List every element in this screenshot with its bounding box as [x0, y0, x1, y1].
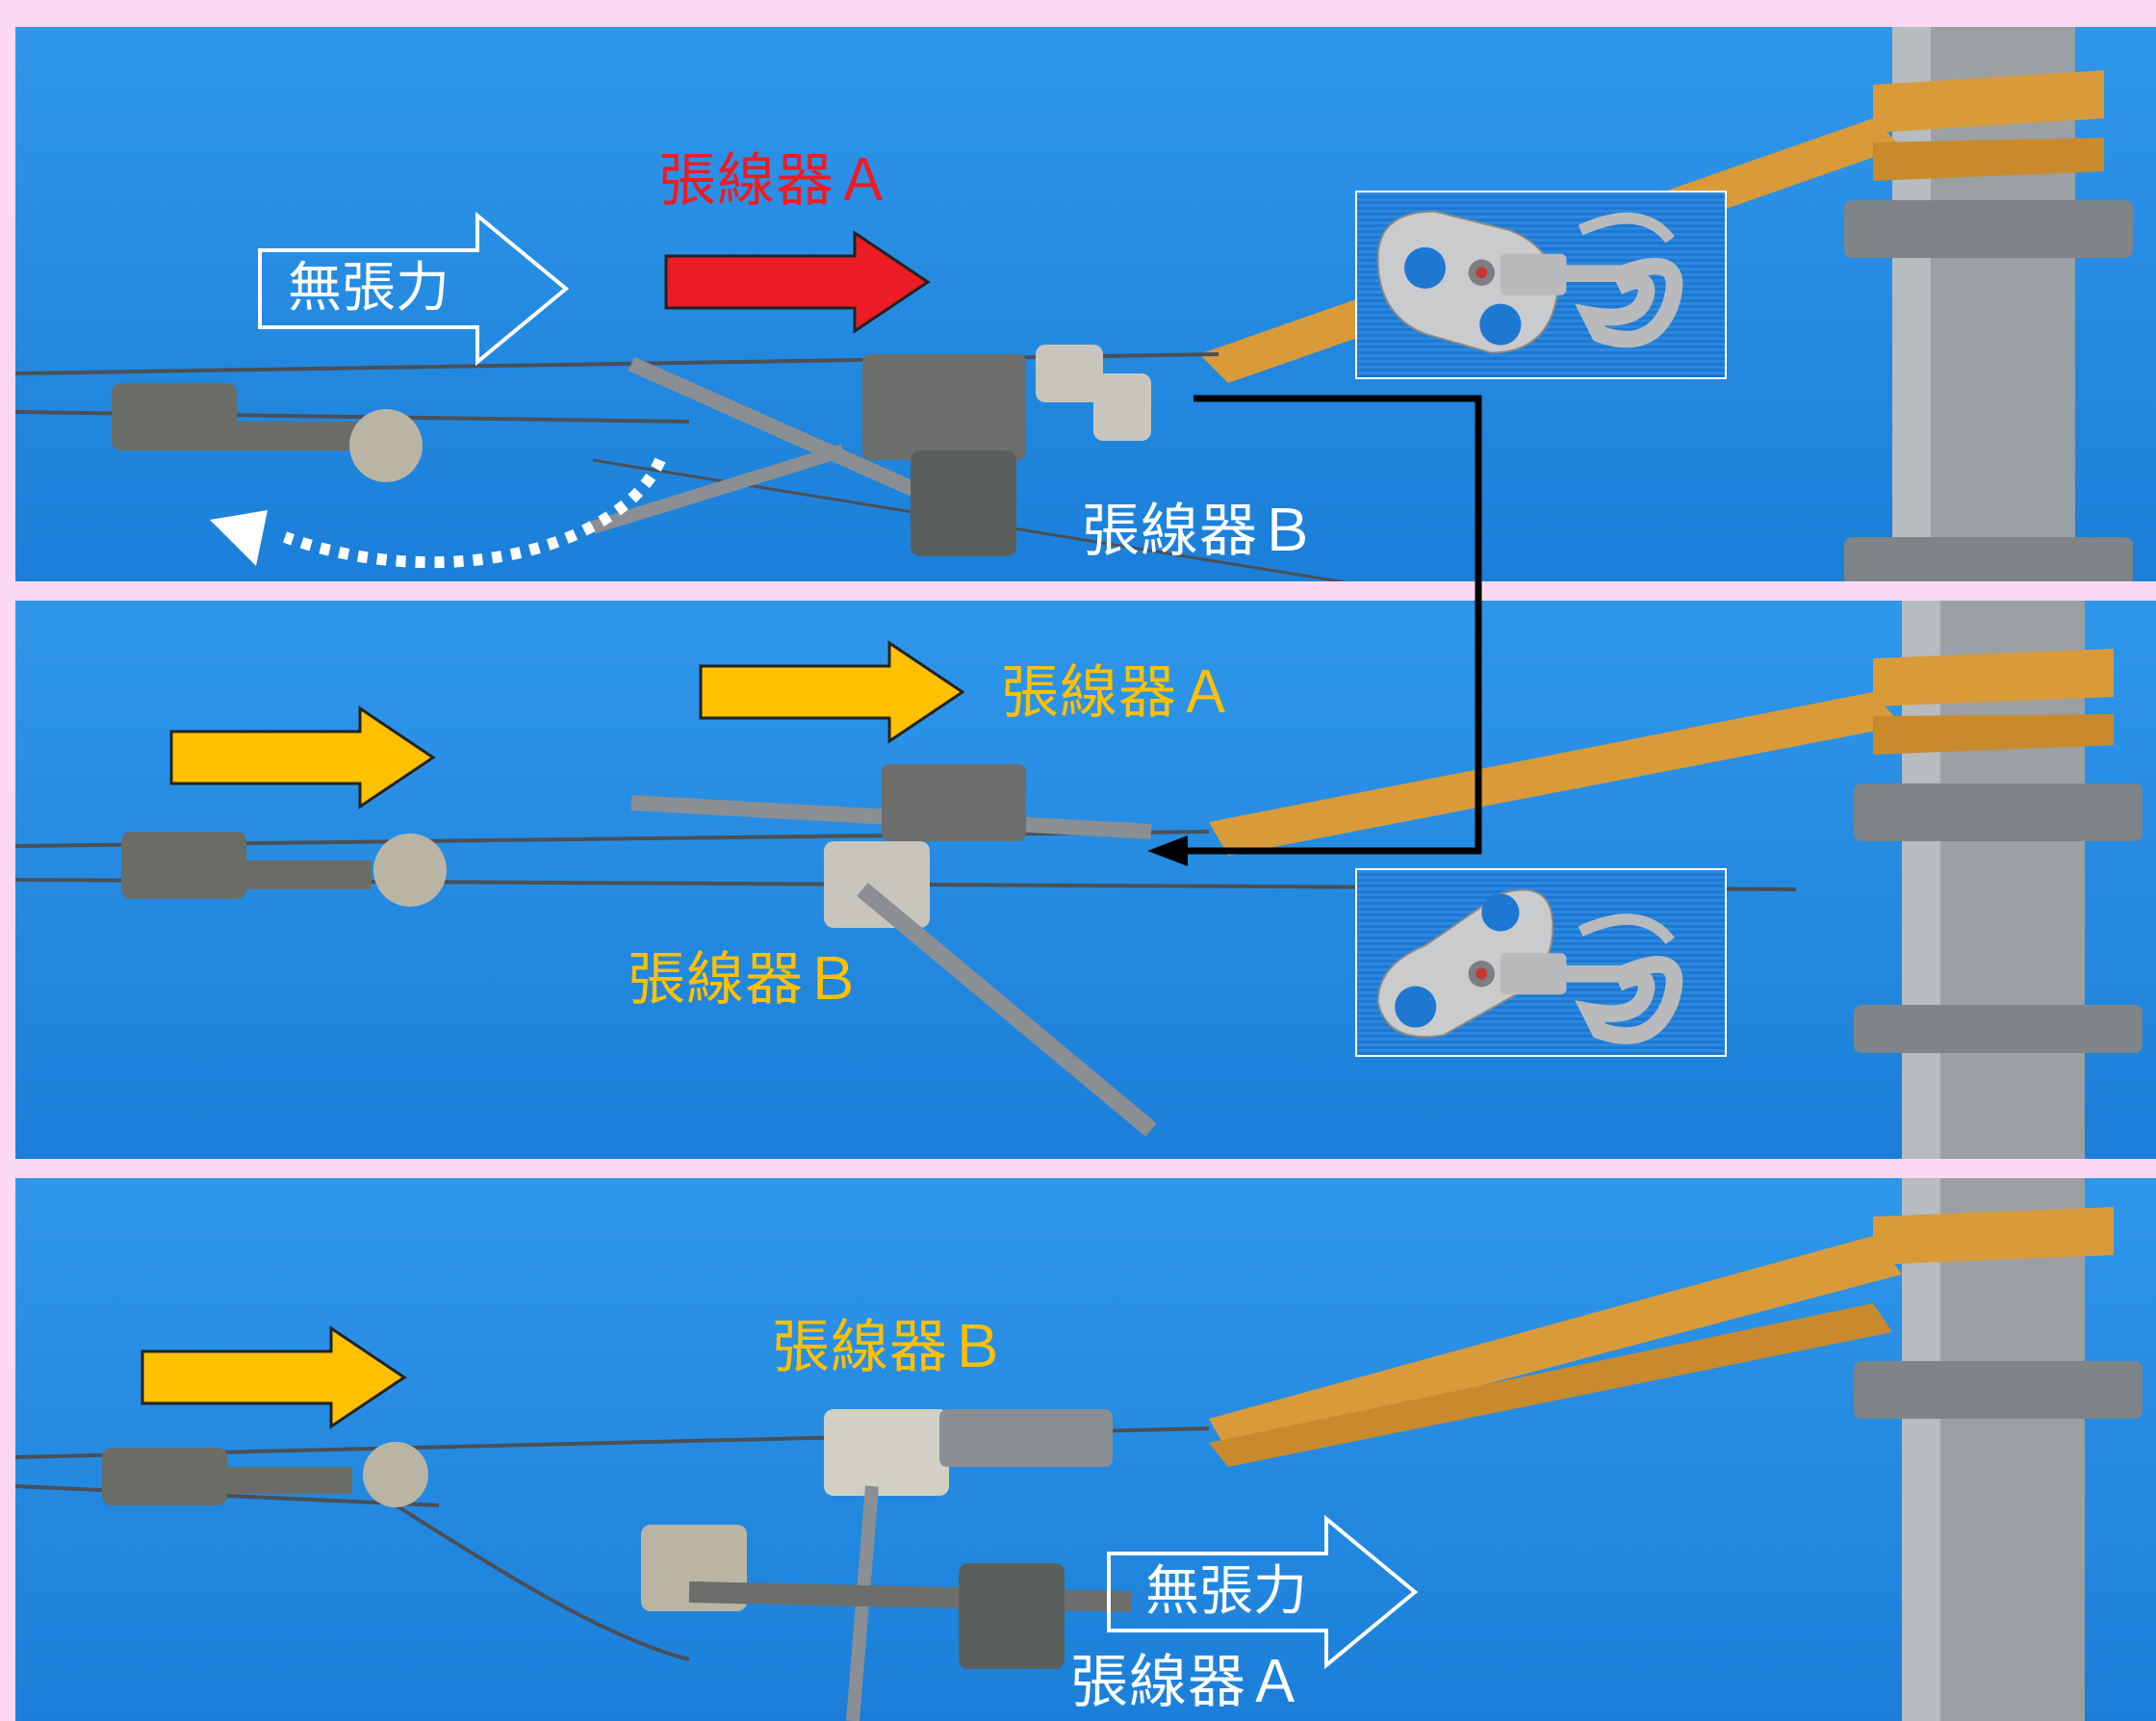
swivel-snap-hook-icon — [1376, 888, 1683, 1044]
hook-inset-bottom — [1355, 868, 1727, 1057]
tensioner-a-label: 張線器Ａ — [1070, 1649, 1305, 1716]
swivel-snap-hook-icon — [1376, 210, 1683, 354]
arrow-right-outline-icon — [1107, 1515, 1419, 1669]
tensioner-a-label: 張線器Ａ — [1001, 659, 1236, 727]
no-tension-label: 無張力 — [1145, 1560, 1307, 1623]
scene-step-3 — [15, 1178, 2143, 1721]
arrow-right-orange-icon — [699, 640, 965, 744]
arrow-right-red-icon — [664, 230, 931, 334]
photo-panel-step-1: 張線器Ａ 無張力 張線器Ｂ — [15, 27, 2156, 581]
photo-panel-step-2: 張線器Ａ 張線器Ｂ — [15, 601, 2156, 1159]
arrow-right-orange-icon — [141, 1325, 407, 1429]
no-tension-label: 無張力 — [288, 257, 449, 320]
hook-inset-top — [1355, 191, 1727, 379]
tensioner-a-label: 張線器Ａ — [658, 147, 893, 215]
arrow-right-orange-icon — [169, 706, 436, 809]
photo-panel-step-3: 張線器Ｂ 無張力 張線器Ａ — [15, 1178, 2156, 1721]
arrow-right-outline-icon — [258, 212, 570, 366]
tensioner-b-label: 張線器Ｂ — [628, 946, 862, 1014]
dotted-curved-arrow-icon — [210, 457, 666, 569]
tensioner-b-label: 張線器Ｂ — [772, 1314, 1007, 1381]
tensioner-b-label: 張線器Ｂ — [1082, 498, 1317, 565]
